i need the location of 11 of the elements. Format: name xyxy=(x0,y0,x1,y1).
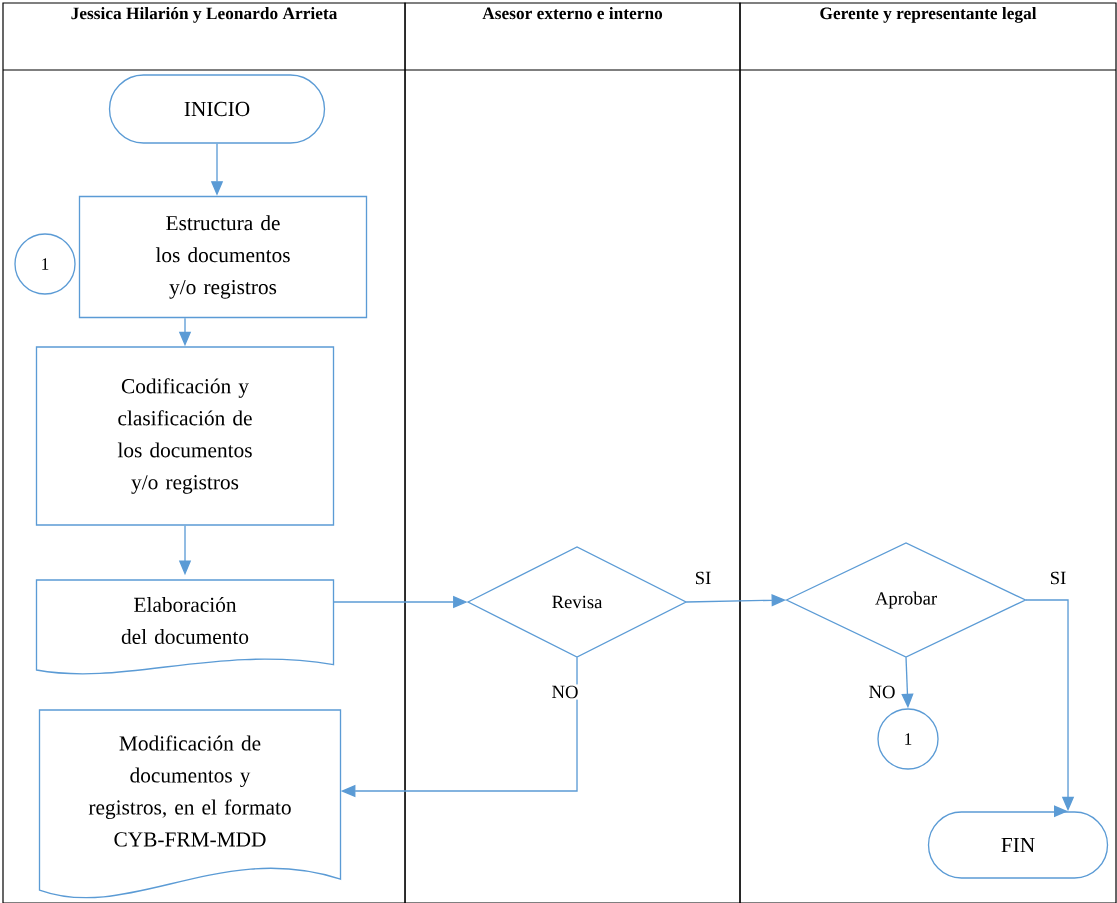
edge-label: SI xyxy=(693,570,713,586)
document-box: Elaboración del documento xyxy=(35,579,335,675)
document-box: Modificación de documentos y registros, en el formato CYB-FRM-MDD xyxy=(38,709,342,899)
edge-label: SI xyxy=(1048,570,1068,586)
process-box: Codificación y clasificación de los documentos y/o registros xyxy=(35,346,335,526)
process-box: Estructura de los documentos y/o registros xyxy=(78,195,368,319)
arrow xyxy=(1025,599,1075,818)
terminal-box: INICIO xyxy=(108,74,326,144)
terminal-box: FIN xyxy=(927,811,1109,879)
edge-label: NO xyxy=(550,684,580,700)
edge-label: NO xyxy=(867,684,897,700)
